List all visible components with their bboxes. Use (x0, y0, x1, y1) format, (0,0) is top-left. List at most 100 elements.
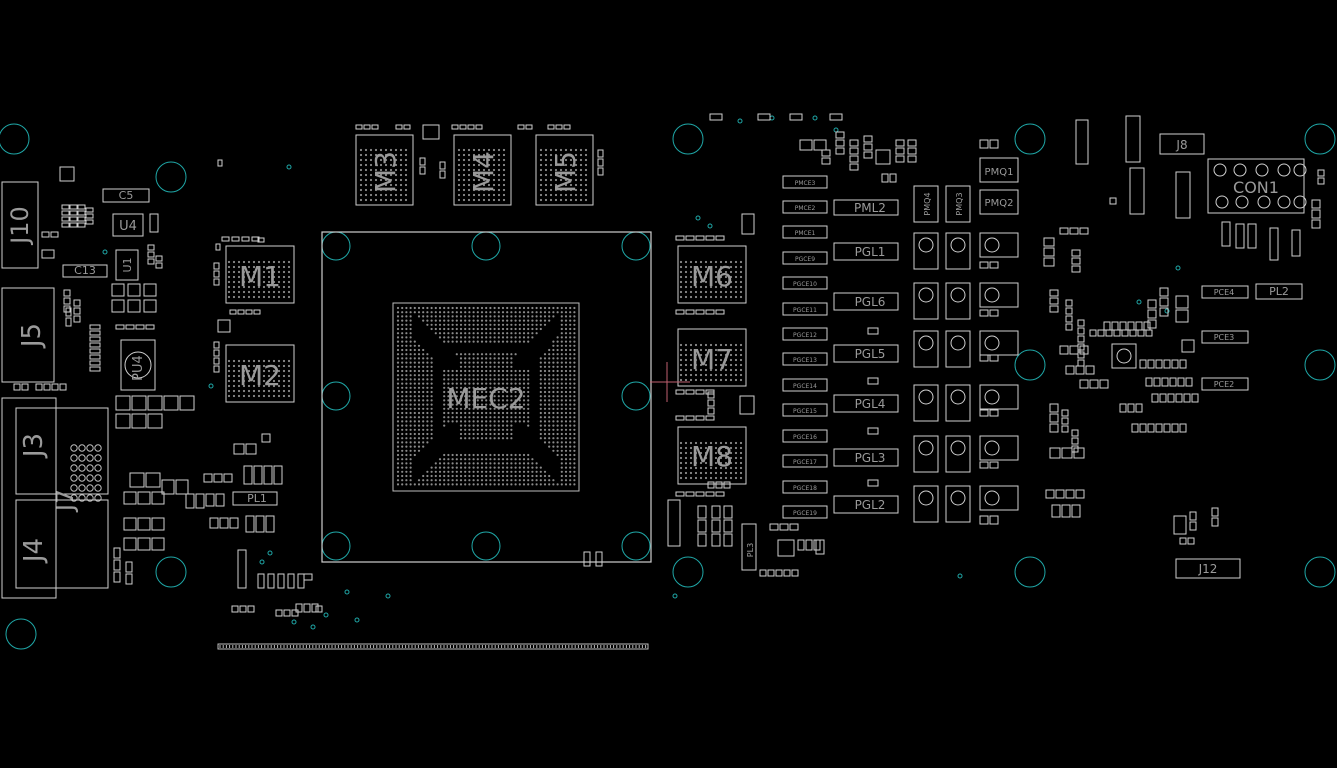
part-pmq3[interactable]: PMQ3 (945, 185, 971, 223)
ball (689, 368, 693, 372)
smd-part (145, 324, 155, 330)
part-pce3[interactable]: PCE3 (1201, 330, 1249, 344)
ball (569, 168, 573, 172)
memory-m1[interactable]: M1 (225, 245, 295, 304)
smd-part (89, 348, 101, 354)
gpu-ball (455, 466, 458, 469)
gpu-ball (480, 386, 484, 389)
gpu-ball (476, 474, 479, 478)
part-pce2[interactable]: PCE2 (1201, 377, 1249, 391)
part-pgl3[interactable]: PGL3 (833, 448, 899, 467)
ball (482, 198, 486, 202)
memory-m7[interactable]: M7 (677, 328, 747, 387)
ball (584, 183, 588, 187)
gpu-ball (476, 336, 479, 339)
gpu-ball (573, 411, 576, 415)
gpu-package[interactable]: MEC2 (321, 231, 652, 563)
smd-part (711, 519, 721, 533)
connector-j3[interactable]: J3 (15, 407, 109, 495)
connector-j10[interactable]: J10 (1, 181, 39, 269)
ball (739, 260, 743, 264)
gpu-ball (430, 311, 433, 314)
gpu-ball (493, 353, 496, 356)
part-pgl1[interactable]: PGL1 (833, 242, 899, 261)
gpu-ball (569, 453, 572, 457)
gpu-ball (426, 311, 429, 314)
gpu-ball (443, 395, 446, 398)
part-pl3[interactable]: PL3 (741, 523, 757, 571)
part-u1[interactable]: U1 (115, 249, 139, 281)
ball (694, 368, 698, 372)
gpu-ball (539, 437, 542, 440)
part-pl1[interactable]: PL1 (232, 491, 278, 506)
smd-part (723, 519, 733, 533)
part-pgl2[interactable]: PGL2 (833, 495, 899, 514)
ball (389, 178, 393, 182)
part-pgl6-outline (833, 292, 899, 311)
connector-pin (78, 464, 86, 472)
gpu-ball (493, 369, 496, 373)
memory-m2[interactable]: M2 (225, 344, 295, 403)
gpu-ball (426, 378, 429, 381)
gpu-ball (451, 420, 454, 423)
smd-part (707, 407, 715, 415)
gpu-ball (527, 483, 530, 486)
gpu-ball (459, 416, 463, 419)
smd-part (63, 305, 71, 313)
part-pmq4[interactable]: PMQ4 (913, 185, 939, 223)
gpu-ball (489, 327, 492, 331)
part-c13[interactable]: C13 (62, 264, 108, 278)
ball (549, 183, 553, 187)
part-pce4[interactable]: PCE4 (1201, 285, 1249, 299)
part-con1[interactable]: CON1 (1207, 158, 1305, 214)
ball (704, 343, 708, 347)
via (354, 617, 360, 623)
ball (462, 173, 466, 177)
part-pmq2[interactable]: PMQ2 (979, 189, 1019, 215)
part-pl2[interactable]: PL2 (1255, 283, 1303, 300)
connector-j5[interactable]: J5 (1, 287, 55, 383)
part-pmq1[interactable]: PMQ1 (979, 157, 1019, 183)
connector-j7[interactable]: J7 (51, 489, 79, 513)
gpu-ball (564, 336, 568, 339)
part-pgl4[interactable]: PGL4 (833, 394, 899, 413)
memory-m3-outline (355, 134, 414, 206)
gpu-ball (493, 453, 496, 457)
part-pl2-label: PL2 (1269, 285, 1289, 298)
gpu-ball (506, 357, 509, 360)
ball (679, 275, 683, 279)
memory-m8[interactable]: M8 (677, 426, 747, 485)
gpu-ball (413, 441, 416, 444)
smd-part (151, 517, 165, 531)
smd-part (213, 357, 220, 365)
ball (704, 368, 708, 372)
ball (739, 280, 743, 284)
ball (694, 363, 698, 367)
memory-m3[interactable]: M3 (355, 134, 414, 206)
ball (262, 369, 266, 373)
part-pgl5[interactable]: PGL5 (833, 344, 899, 363)
memory-m4[interactable]: M4 (453, 134, 512, 206)
ball (689, 471, 693, 475)
part-j12[interactable]: J12 (1175, 558, 1241, 579)
gpu-ball (501, 466, 505, 469)
part-u4[interactable]: U4 (112, 213, 144, 237)
part-pgl6[interactable]: PGL6 (833, 292, 899, 311)
gpu-ball (459, 432, 463, 436)
memory-m6[interactable]: M6 (677, 245, 747, 304)
gpu-ball (573, 374, 576, 377)
ball (252, 359, 256, 363)
memory-m5[interactable]: M5 (535, 134, 594, 206)
gpu-ball (480, 403, 484, 406)
gpu-ball (459, 336, 463, 339)
part-c5[interactable]: C5 (102, 188, 150, 203)
connector-j4[interactable]: J4 (15, 499, 109, 589)
part-pml2[interactable]: PML2 (833, 199, 899, 216)
part-j8[interactable]: J8 (1159, 133, 1205, 155)
part-pu4[interactable]: PU4 (120, 339, 156, 391)
smd-part (1211, 507, 1219, 517)
smd-part (1077, 327, 1085, 335)
ball (399, 188, 403, 192)
